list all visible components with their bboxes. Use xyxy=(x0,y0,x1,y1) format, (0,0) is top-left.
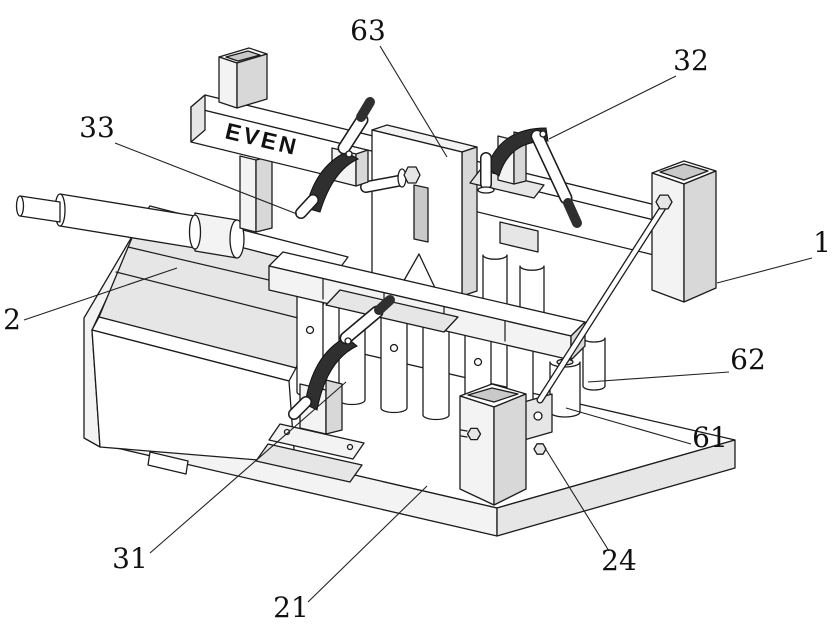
clamp-grip xyxy=(356,97,375,122)
toggle-clamp-left xyxy=(295,97,375,219)
leader-32 xyxy=(548,75,677,140)
ref-label-24: 24 xyxy=(601,544,637,577)
manifold-plate xyxy=(268,251,586,361)
clamp-shaft xyxy=(15,193,245,259)
ref-label-32: 32 xyxy=(673,44,709,77)
leader-24 xyxy=(544,447,610,552)
tie-rod xyxy=(536,194,673,404)
bushing-61 xyxy=(549,361,581,418)
leader-63 xyxy=(379,45,448,158)
leader-62 xyxy=(587,371,730,383)
ref-label-61: 61 xyxy=(692,421,728,454)
clamp-arm xyxy=(305,151,360,213)
clevis-bracket xyxy=(523,393,553,455)
leader-21 xyxy=(307,485,428,603)
bushing-62-anchor xyxy=(582,337,606,391)
clevis-pin xyxy=(533,411,543,421)
post-top-left xyxy=(218,47,268,109)
leader-lines xyxy=(23,45,813,603)
leader-61 xyxy=(565,407,692,445)
ref-label-33: 33 xyxy=(79,111,115,144)
post-right xyxy=(651,160,717,303)
clamp-pivot xyxy=(344,337,352,345)
stud-nut xyxy=(403,166,421,184)
center-plate xyxy=(360,124,478,297)
spindle-foot xyxy=(477,186,495,194)
toggle-clamp-bottom xyxy=(255,295,395,483)
leader-1 xyxy=(716,257,813,284)
ref-label-1: 1 xyxy=(813,226,831,259)
leader-2 xyxy=(23,267,178,321)
ref-label-31: 31 xyxy=(112,542,148,575)
cradle-foot xyxy=(147,451,189,475)
ref-label-2: 2 xyxy=(3,303,21,336)
clamp-grip xyxy=(563,198,582,228)
post-front xyxy=(459,383,527,506)
clamp-grip xyxy=(374,295,395,315)
clamp-pivot xyxy=(539,130,547,138)
leader-33 xyxy=(114,142,298,215)
plate-slot xyxy=(413,184,429,243)
post-hex-bolt xyxy=(466,427,482,441)
leader-31 xyxy=(149,381,347,554)
rod-nut xyxy=(655,194,673,210)
clamp-arm xyxy=(304,336,358,411)
locating-pad xyxy=(325,289,459,333)
toggle-clamp-right xyxy=(469,127,582,228)
hinge-bolt xyxy=(533,443,547,455)
ref-label-63: 63 xyxy=(350,14,386,47)
rail-bracket xyxy=(499,221,539,253)
reference-labels: 63 32 33 1 2 62 61 31 24 21 xyxy=(3,14,831,624)
clamp-pivot xyxy=(345,150,353,158)
ref-label-62: 62 xyxy=(730,343,766,376)
ref-label-21: 21 xyxy=(273,591,309,624)
post-lower-segment xyxy=(239,155,273,233)
